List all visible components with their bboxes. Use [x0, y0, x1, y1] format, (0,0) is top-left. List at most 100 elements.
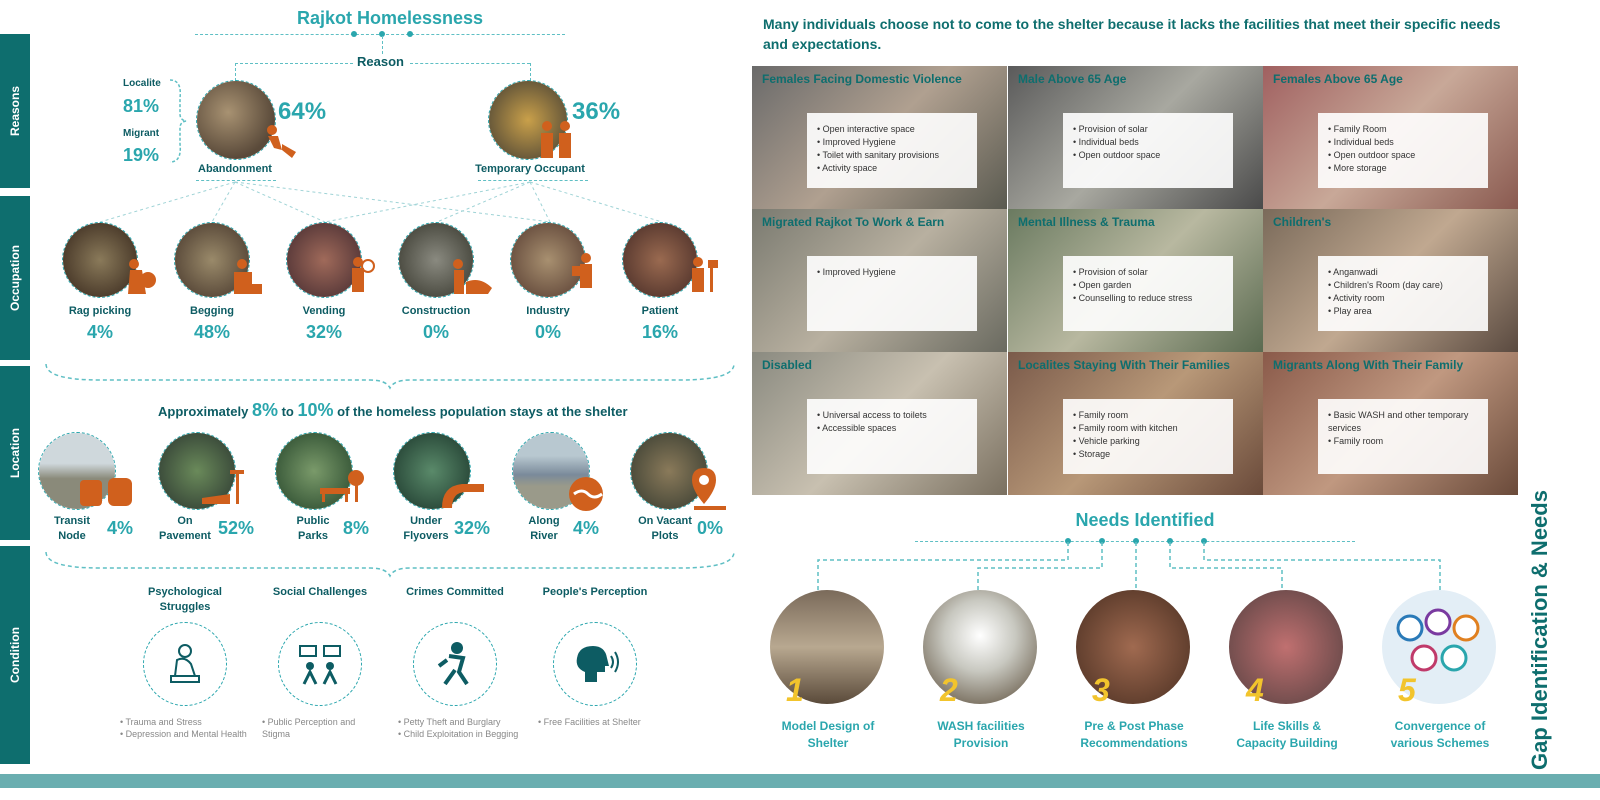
- group-cell: Disabled Universal access to toiletsAcce…: [752, 352, 1007, 495]
- need-label: Life Skills &Capacity Building: [1236, 719, 1338, 750]
- occupation-value: 4%: [86, 322, 113, 342]
- location-pin-icon: [692, 468, 726, 510]
- condition-title: Crimes Committed: [406, 586, 504, 598]
- localite-value: 81%: [123, 96, 160, 116]
- occupation-photo-rag-picking: [62, 222, 138, 298]
- title-dot: [351, 31, 357, 37]
- head-perception-icon: [576, 646, 619, 682]
- group-title: Females Above 65 Age: [1273, 72, 1403, 86]
- need-photo-capacity: [1229, 590, 1343, 704]
- group-cell: Females Above 65 Age Family RoomIndividu…: [1263, 66, 1518, 209]
- occupation-label: Industry: [526, 305, 570, 317]
- abandonment-label: Abandonment: [198, 163, 272, 175]
- group-title: Females Facing Domestic Violence: [762, 72, 962, 86]
- needs-card: Family RoomIndividual bedsOpen outdoor s…: [1318, 113, 1488, 188]
- abandonment-value: 64%: [278, 98, 327, 125]
- brace-divider: [45, 551, 735, 578]
- connector: [410, 63, 530, 64]
- need-photo-wash: [923, 590, 1037, 704]
- brace-icon: [169, 79, 187, 163]
- abandonment-photo: [196, 80, 276, 160]
- title-dot: [379, 31, 385, 37]
- needs-card: Improved Hygiene: [807, 256, 977, 331]
- migrant-value: 19%: [123, 145, 160, 165]
- occupation-value: 32%: [305, 322, 343, 342]
- connector: [478, 180, 588, 181]
- needs-card: AnganwadiChildren's Room (day care)Activ…: [1318, 256, 1488, 331]
- condition-list: Trauma and Stress Depression and Mental …: [120, 716, 260, 740]
- needs-dot: [1133, 538, 1139, 544]
- group-cell: Females Facing Domestic Violence Open in…: [752, 66, 1007, 209]
- pavement-icon: [202, 470, 244, 504]
- group-title: Male Above 65 Age: [1018, 72, 1127, 86]
- location-value: 4%: [106, 518, 133, 538]
- bottom-bar: [0, 774, 1600, 788]
- location-value: 4%: [572, 518, 599, 538]
- construction-icon: [453, 259, 492, 294]
- group-cell: Migrated Rajkot To Work & Earn Improved …: [752, 209, 1007, 352]
- occupation-label: Rag picking: [68, 305, 132, 317]
- location-label: On Vacant Plots: [638, 515, 692, 542]
- location-label: Under Flyovers: [403, 515, 449, 542]
- shelter-note: Approximately 8% to 10% of the homeless …: [158, 400, 628, 420]
- begging-icon: [234, 259, 262, 294]
- shelter-max: 10%: [297, 400, 334, 420]
- page-title: Rajkot Homelessness: [296, 8, 484, 28]
- group-title: Migrated Rajkot To Work & Earn: [762, 215, 945, 229]
- shelter-min: 8%: [251, 400, 278, 420]
- protest-icon: [299, 645, 341, 685]
- needs-title: Needs Identified: [1075, 510, 1215, 530]
- needs-card: Open interactive spaceImproved HygieneTo…: [807, 113, 977, 188]
- location-photo-flyovers: [393, 432, 471, 510]
- park-icon: [320, 470, 364, 502]
- localite-label: Localite: [123, 78, 161, 89]
- condition-title: Psychological Struggles: [148, 586, 222, 613]
- needs-card: Basic WASH and other temporary servicesF…: [1318, 399, 1488, 474]
- group-title: Migrants Along With Their Family: [1273, 358, 1464, 372]
- needs-card: Provision of solarIndividual bedsOpen ou…: [1063, 113, 1233, 188]
- temporary-occupant-value: 36%: [572, 98, 621, 125]
- migrant-label: Migrant: [123, 128, 160, 139]
- need-number: 5: [1398, 672, 1416, 708]
- vertical-title: Gap Identification & Needs: [1527, 490, 1552, 770]
- connector: [196, 180, 276, 181]
- location-label: Public Parks: [296, 515, 330, 542]
- group-cell: Children's AnganwadiChildren's Room (day…: [1263, 209, 1518, 352]
- title-dot: [407, 31, 413, 37]
- condition-title: Social Challenges: [272, 586, 368, 598]
- condition-list: Free Facilities at Shelter: [538, 716, 668, 728]
- need-photo-recommendations: [1076, 590, 1190, 704]
- abandonment-icon: [267, 125, 296, 158]
- group-cell: Localites Staying With Their Families Fa…: [1008, 352, 1263, 495]
- occupation-connectors: [99, 181, 663, 223]
- connector: [235, 63, 353, 64]
- occupation-label: Construction: [401, 305, 471, 317]
- location-label: Along River: [528, 515, 560, 542]
- needs-dot: [1201, 538, 1207, 544]
- temporary-occupant-photo: [488, 80, 568, 160]
- schemes-icon: [1396, 608, 1480, 672]
- needs-card: Family roomFamily room with kitchenVehic…: [1063, 399, 1233, 474]
- condition-circle: [278, 622, 362, 706]
- theft-icon: [437, 642, 469, 686]
- need-number: 2: [940, 672, 958, 708]
- group-title: Children's: [1273, 215, 1332, 229]
- vending-icon: [352, 257, 375, 292]
- need-photo-shelter: [770, 590, 884, 704]
- group-title: Mental Illness & Trauma: [1018, 215, 1155, 229]
- location-value: 8%: [342, 518, 369, 538]
- need-schemes: [1382, 590, 1496, 704]
- side-tab-location: Location: [0, 366, 30, 540]
- location-label: On Pavement: [159, 515, 211, 542]
- occupation-value: 0%: [422, 322, 449, 342]
- location-value: 52%: [217, 518, 255, 538]
- connector: [530, 63, 531, 81]
- occupation-photo-patient: [622, 222, 698, 298]
- group-title: Disabled: [762, 358, 813, 372]
- reason-label: Reason: [357, 54, 404, 69]
- connector: [235, 63, 236, 81]
